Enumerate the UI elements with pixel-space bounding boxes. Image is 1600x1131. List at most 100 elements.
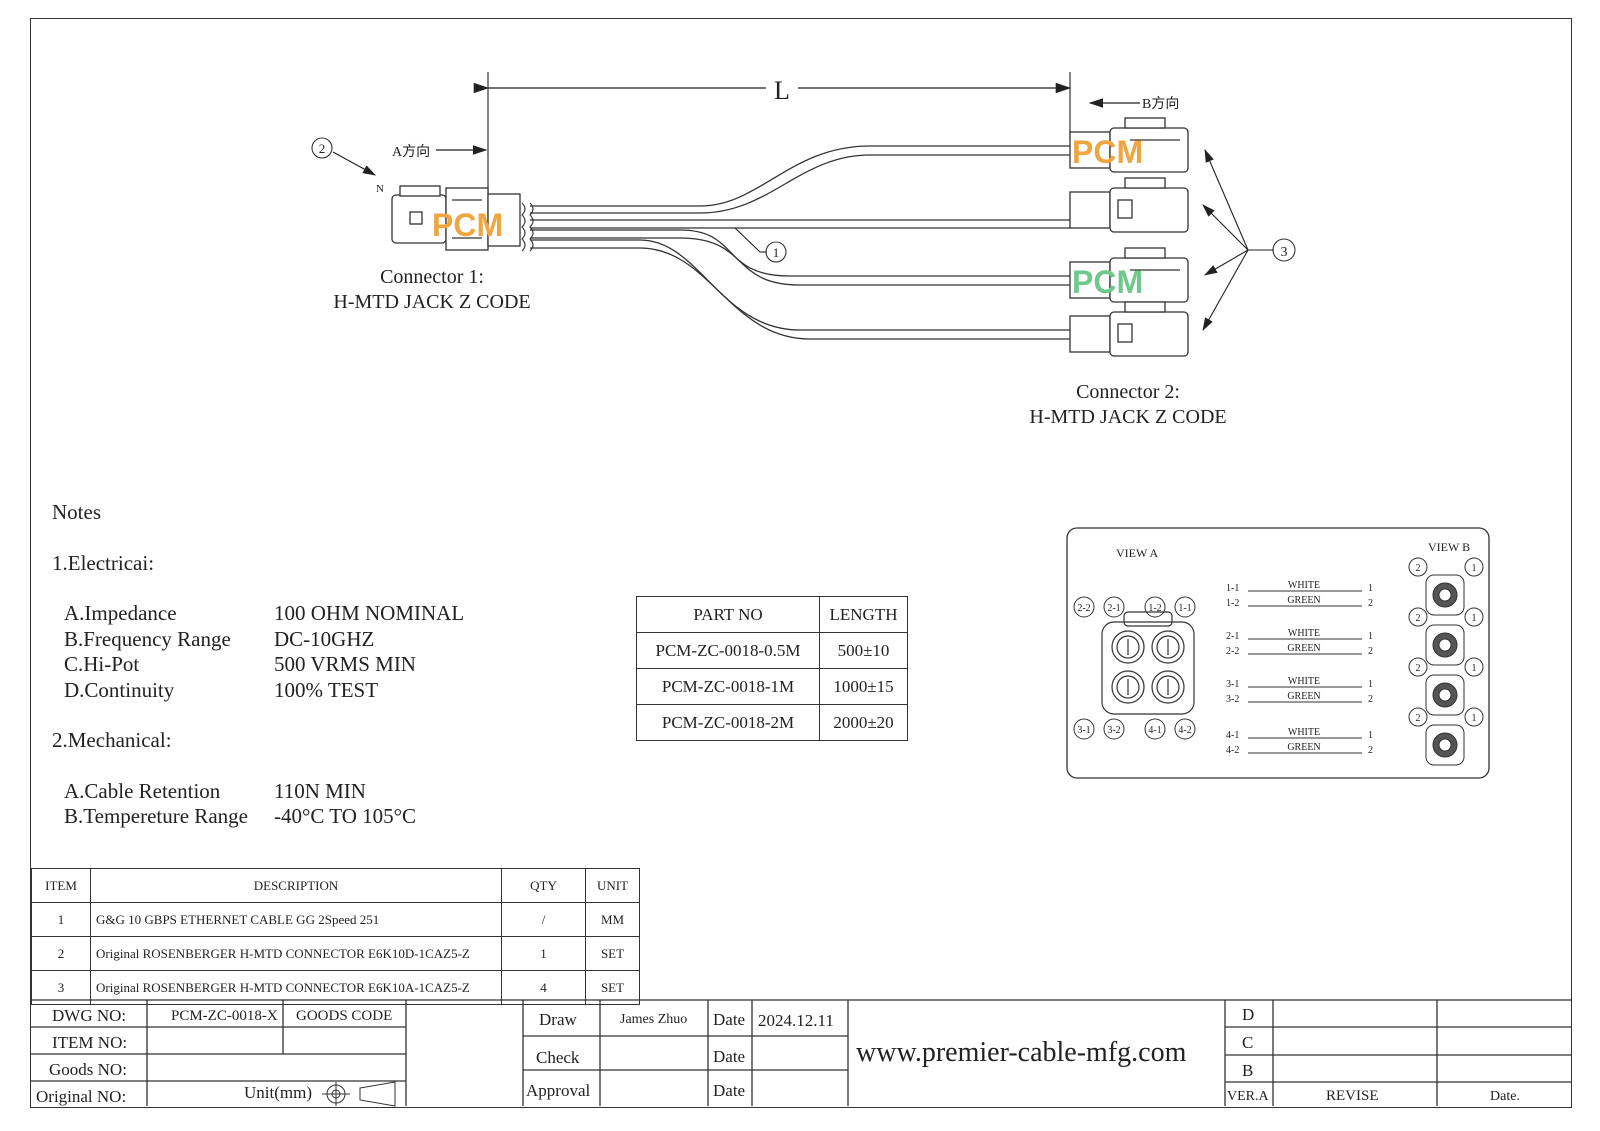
view-a-label: VIEW A [1116, 546, 1158, 560]
draw-label: Draw [539, 1010, 577, 1029]
rev-d-label: D [1242, 1005, 1255, 1024]
table-header-row: ITEM DESCRIPTION QTY UNIT [31, 868, 640, 903]
bom-table: ITEM DESCRIPTION QTY UNIT 1 G&G 10 GBPS … [31, 868, 640, 1005]
svg-text:3: 3 [1281, 245, 1288, 260]
direction-a-label: A方向 [392, 144, 430, 160]
connector-2b [1069, 177, 1189, 233]
svg-text:1: 1 [1472, 713, 1477, 724]
svg-text:WHITE: WHITE [1288, 727, 1320, 738]
drawing-sheet-border [30, 18, 1572, 1108]
balloon-1: 1 [734, 227, 787, 263]
rev-b-label: B [1242, 1061, 1254, 1080]
cable-bundle [530, 145, 1070, 340]
svg-text:1: 1 [1472, 563, 1477, 574]
svg-text:3-2: 3-2 [1107, 725, 1120, 736]
cable-diagram: L A方向 B方向 2 N 1 P [311, 72, 1296, 428]
connector-2-caption-2: H-MTD JACK Z CODE [1029, 406, 1226, 428]
svg-text:GREEN: GREEN [1287, 643, 1320, 654]
svg-text:1: 1 [1368, 679, 1373, 690]
approval-date-label: Date [713, 1081, 746, 1100]
mechanical-heading: 2.Mechanical: [52, 728, 172, 752]
draw-date-label: Date [713, 1010, 746, 1029]
svg-text:3-1: 3-1 [1077, 725, 1090, 736]
svg-text:2: 2 [1416, 563, 1421, 574]
connector-2c-watermark: PCM [1072, 264, 1143, 300]
table-row: 2 Original ROSENBERGER H-MTD CONNECTOR E… [31, 936, 640, 971]
dwg-no-label: DWG NO: [52, 1006, 127, 1025]
svg-text:1-1: 1-1 [1226, 583, 1239, 594]
connector-1-body [391, 185, 521, 251]
table-row: 3 Original ROSENBERGER H-MTD CONNECTOR E… [31, 970, 640, 1005]
view-a-face [1101, 611, 1195, 715]
svg-text:1: 1 [1472, 613, 1477, 624]
direction-b-label: B方向 [1142, 96, 1179, 112]
view-b-faces: 2 1 2 1 2 1 2 1 [1408, 557, 1484, 766]
svg-text:2: 2 [1368, 694, 1373, 705]
view-a-pin-labels: 2-2 2-1 1-2 1-1 3-1 3-2 4-1 4-2 [1073, 596, 1196, 740]
svg-text:3-2: 3-2 [1226, 694, 1239, 705]
svg-text:GREEN: GREEN [1287, 742, 1320, 753]
unit-label: Unit(mm) [244, 1083, 312, 1102]
svg-text:WHITE: WHITE [1288, 676, 1320, 687]
ver-a-label: VER.A [1227, 1089, 1269, 1104]
wire-pair-4: 4-1 4-2 WHITE GREEN 1 2 [1226, 727, 1373, 756]
company-website: www.premier-cable-mfg.com [856, 1037, 1187, 1068]
pinout-view-box: VIEW A VIEW B 2-2 2-1 1-2 1-1 3-1 3-2 4-… [1066, 527, 1490, 779]
svg-text:4-2: 4-2 [1226, 745, 1239, 756]
svg-text:2-1: 2-1 [1107, 603, 1120, 614]
svg-text:2: 2 [1368, 745, 1373, 756]
check-label: Check [536, 1048, 580, 1067]
notes-title: Notes [52, 500, 101, 524]
svg-text:2: 2 [1368, 598, 1373, 609]
svg-text:2: 2 [319, 141, 326, 156]
connector-1-caption-2: H-MTD JACK Z CODE [333, 291, 530, 313]
svg-text:2: 2 [1368, 646, 1373, 657]
connector-2a [1069, 117, 1189, 173]
svg-text:2: 2 [1416, 713, 1421, 724]
item-no-label: ITEM NO: [52, 1033, 128, 1052]
view-b-face-2: 2 1 [1408, 607, 1484, 666]
projection-symbol-icon [322, 1081, 396, 1107]
svg-text:4-1: 4-1 [1226, 730, 1239, 741]
table-row: 1 G&G 10 GBPS ETHERNET CABLE GG 2Speed 2… [31, 902, 640, 937]
svg-text:1: 1 [1368, 631, 1373, 642]
dwg-no-value: PCM-ZC-0018-X [171, 1008, 278, 1024]
view-b-face-1: 2 1 [1408, 557, 1484, 616]
table-header-row: PART NO LENGTH [636, 596, 908, 633]
draw-name: James Zhuo [620, 1012, 688, 1027]
electrical-heading: 1.Electricai: [52, 550, 155, 575]
part-number-table: PART NO LENGTH PCM-ZC-0018-0.5M 500±10 P… [636, 596, 908, 741]
connector-2-set [1069, 117, 1189, 357]
length-label: L [774, 76, 790, 105]
rev-c-label: C [1242, 1033, 1254, 1052]
svg-text:1: 1 [1368, 730, 1373, 741]
connector-2d [1069, 301, 1189, 357]
svg-text:2: 2 [1416, 663, 1421, 674]
svg-text:4-1: 4-1 [1148, 725, 1161, 736]
balloon-3: 3 [1202, 148, 1296, 331]
connector-2-caption-1: Connector 2: [1076, 381, 1180, 403]
table-row: PCM-ZC-0018-0.5M 500±10 [636, 632, 908, 669]
svg-text:1: 1 [773, 245, 780, 260]
revise-label: REVISE [1326, 1088, 1379, 1104]
view-b-face-3: 2 1 [1408, 657, 1484, 716]
svg-text:1: 1 [1472, 663, 1477, 674]
mechanical-item: B.Tempereture Range-40°C TO 105°C [64, 804, 417, 828]
title-block-grid [30, 999, 1572, 1107]
draw-date: 2024.12.11 [758, 1011, 834, 1030]
n-mark: N [376, 183, 384, 195]
svg-text:WHITE: WHITE [1288, 580, 1320, 591]
view-b-label: VIEW B [1428, 540, 1470, 554]
svg-text:GREEN: GREEN [1287, 691, 1320, 702]
svg-text:1-1: 1-1 [1178, 603, 1191, 614]
svg-text:2: 2 [1416, 613, 1421, 624]
goods-no-label: Goods NO: [49, 1060, 127, 1079]
check-date-label: Date [713, 1047, 746, 1066]
